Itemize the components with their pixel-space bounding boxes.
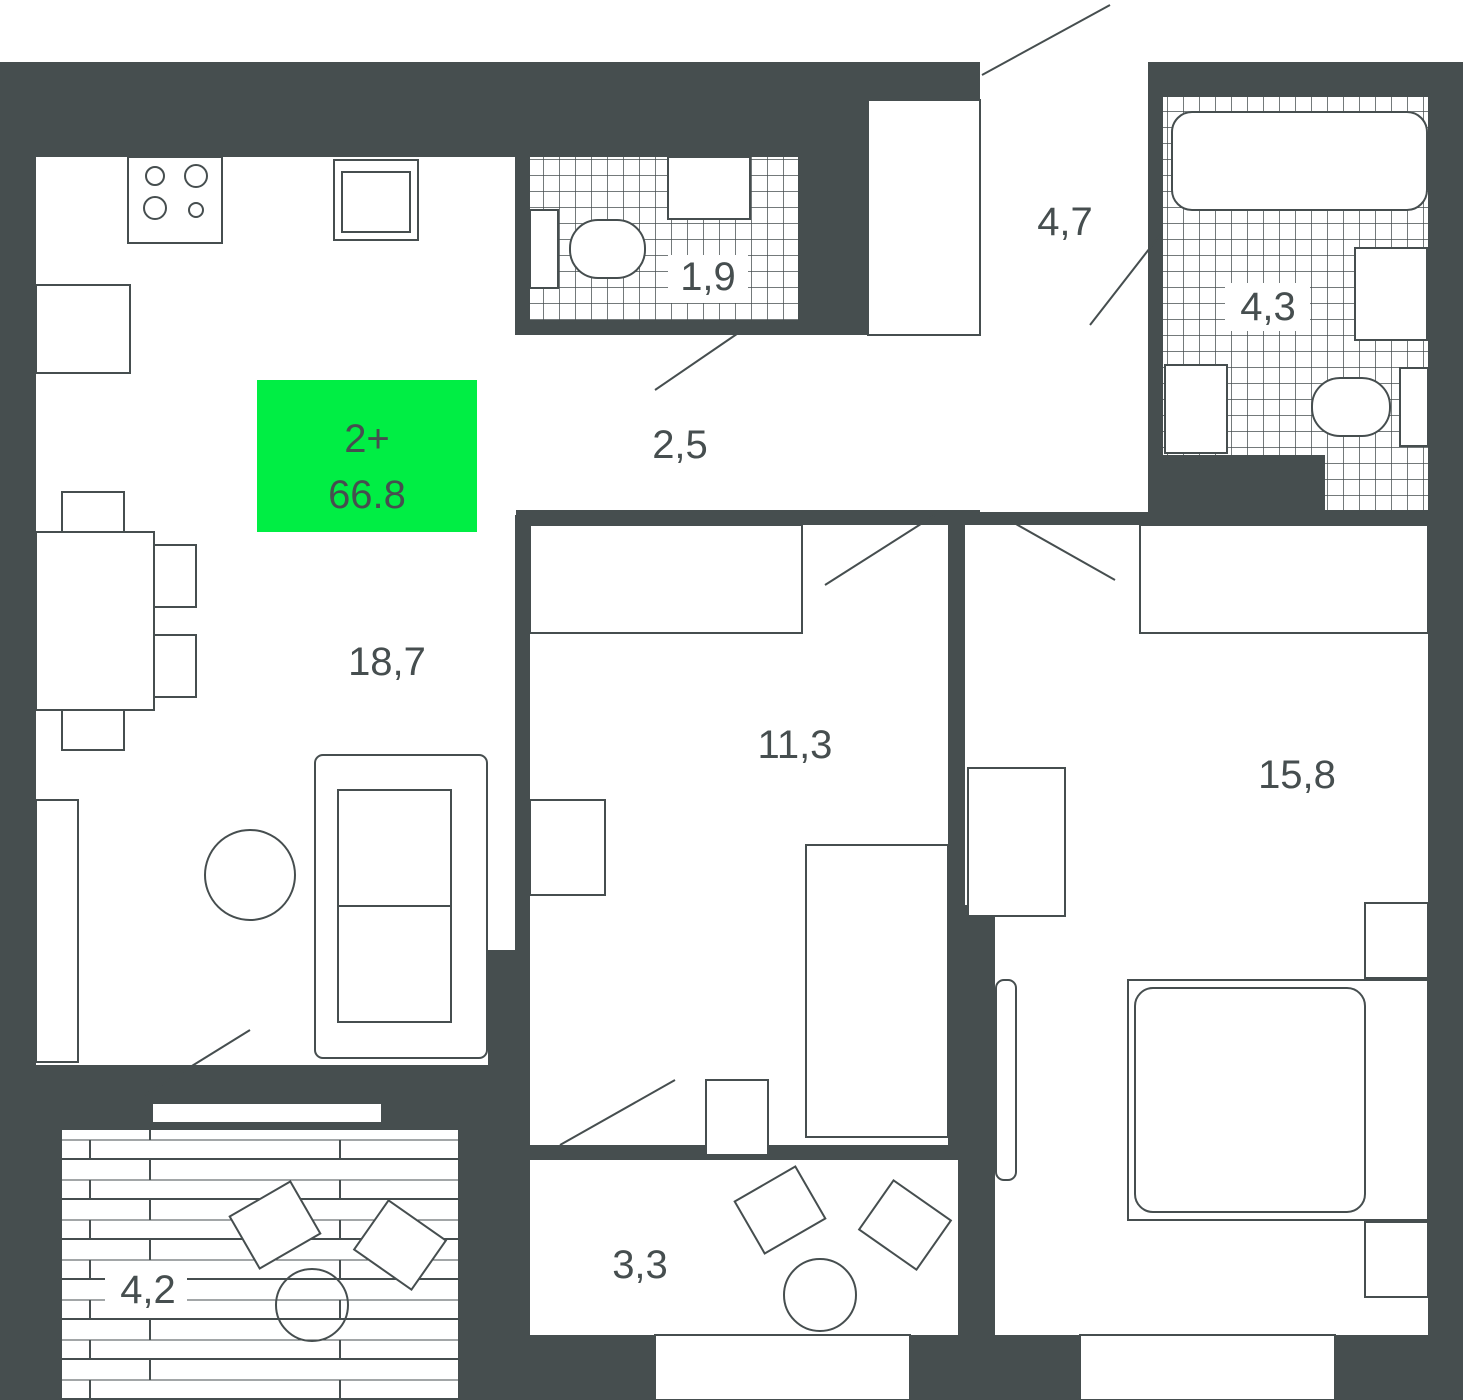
tv-stand — [35, 799, 79, 1063]
area-bedroom-large: 15,8 — [1258, 753, 1336, 797]
wc-fixtures — [529, 156, 751, 289]
area-hall: 2,5 — [652, 423, 708, 467]
area-bedroom-small: 11,3 — [758, 723, 833, 767]
loggia-furniture — [733, 1165, 953, 1332]
windows — [151, 1102, 1336, 1400]
kitchen-counter — [35, 156, 419, 374]
small-bedroom-furniture — [529, 524, 949, 1156]
balcony-furniture — [228, 1180, 448, 1342]
doors — [144, 4, 1161, 1146]
area-loggia: 3,3 — [612, 1243, 668, 1287]
bath-fixtures — [1164, 111, 1429, 454]
apartment-badge: 2+ 66.8 — [257, 380, 477, 532]
area-bathroom: 4,3 — [1240, 285, 1296, 329]
area-balcony: 4,2 — [120, 1268, 176, 1312]
area-kitchen-living: 18,7 — [348, 640, 426, 684]
total-area: 66.8 — [328, 473, 406, 517]
dining-table — [35, 491, 197, 751]
room-count: 2+ — [344, 417, 390, 461]
entrance-area — [980, 62, 1148, 512]
large-bedroom-furniture — [967, 524, 1429, 1298]
wc-room — [530, 157, 798, 320]
sofa — [204, 754, 488, 1059]
area-entrance: 4,7 — [1037, 200, 1093, 244]
area-wc: 1,9 — [680, 255, 736, 299]
wardrobe — [867, 99, 981, 336]
